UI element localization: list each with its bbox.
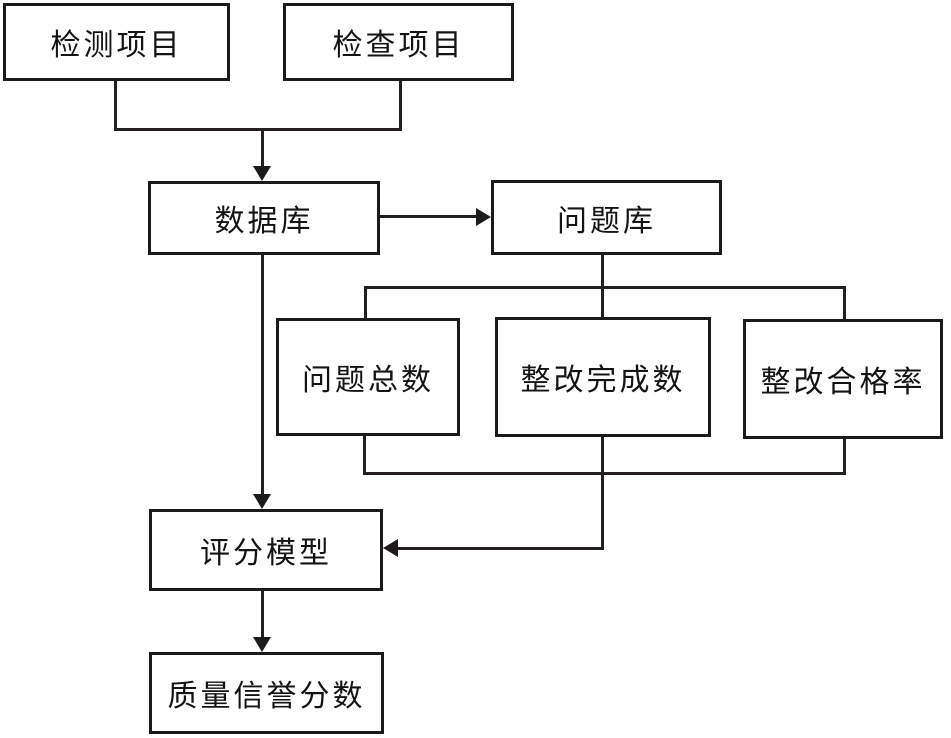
- edge-database-to-scoring-segment: [261, 255, 264, 495]
- node-database-label: 数据库: [214, 205, 314, 238]
- node-scoring-model-label: 评分模型: [200, 537, 332, 570]
- arrowhead-into-scoring-model-top: [253, 494, 271, 509]
- arrowhead-into-problem-library: [476, 208, 491, 226]
- node-test-items: 检测项目: [3, 3, 230, 81]
- node-problem-total-label: 问题总数: [302, 364, 434, 397]
- edge-scoring-to-quality-segment: [261, 591, 264, 638]
- node-quality-score: 质量信誉分数: [149, 652, 384, 734]
- node-scoring-model: 评分模型: [149, 509, 383, 591]
- node-problem-total: 问题总数: [276, 318, 460, 436]
- edge-into-problem-total-segment: [364, 286, 367, 318]
- edge-database-to-problemlib-segment: [380, 215, 478, 218]
- node-rectify-done: 整改完成数: [495, 317, 711, 437]
- edge-metrics-bottom-horizontal-segment: [363, 472, 846, 475]
- node-rectify-done-label: 整改完成数: [520, 364, 686, 397]
- arrowhead-into-scoring-model-right: [383, 539, 398, 557]
- node-problem-library: 问题库: [491, 180, 722, 255]
- edge-into-rectify-pass-segment: [843, 286, 846, 319]
- node-test-items-label: 检测项目: [50, 29, 183, 62]
- arrowhead-into-quality-score: [253, 637, 271, 652]
- edge-rectify-done-down-segment: [601, 437, 604, 550]
- edge-rectify-pass-down-segment: [843, 438, 846, 475]
- edge-merge-horizontal-segment: [114, 128, 402, 131]
- node-database: 数据库: [148, 181, 380, 255]
- node-inspect-items-label: 检查项目: [332, 29, 465, 62]
- edge-metrics-top-horizontal-segment: [364, 286, 846, 289]
- edge-test-down-segment: [114, 81, 117, 131]
- edge-merge-to-database-segment: [261, 128, 264, 168]
- node-rectify-pass: 整改合格率: [743, 319, 943, 439]
- edge-inspect-down-segment: [399, 81, 402, 131]
- edge-metrics-to-scoring-segment: [397, 547, 604, 550]
- arrowhead-into-database: [253, 166, 271, 181]
- node-problem-library-label: 问题库: [557, 204, 656, 238]
- edge-problem-total-down-segment: [363, 435, 366, 473]
- node-inspect-items: 检查项目: [283, 3, 514, 81]
- node-quality-score-label: 质量信誉分数: [167, 680, 366, 713]
- node-rectify-pass-label: 整改合格率: [760, 366, 926, 399]
